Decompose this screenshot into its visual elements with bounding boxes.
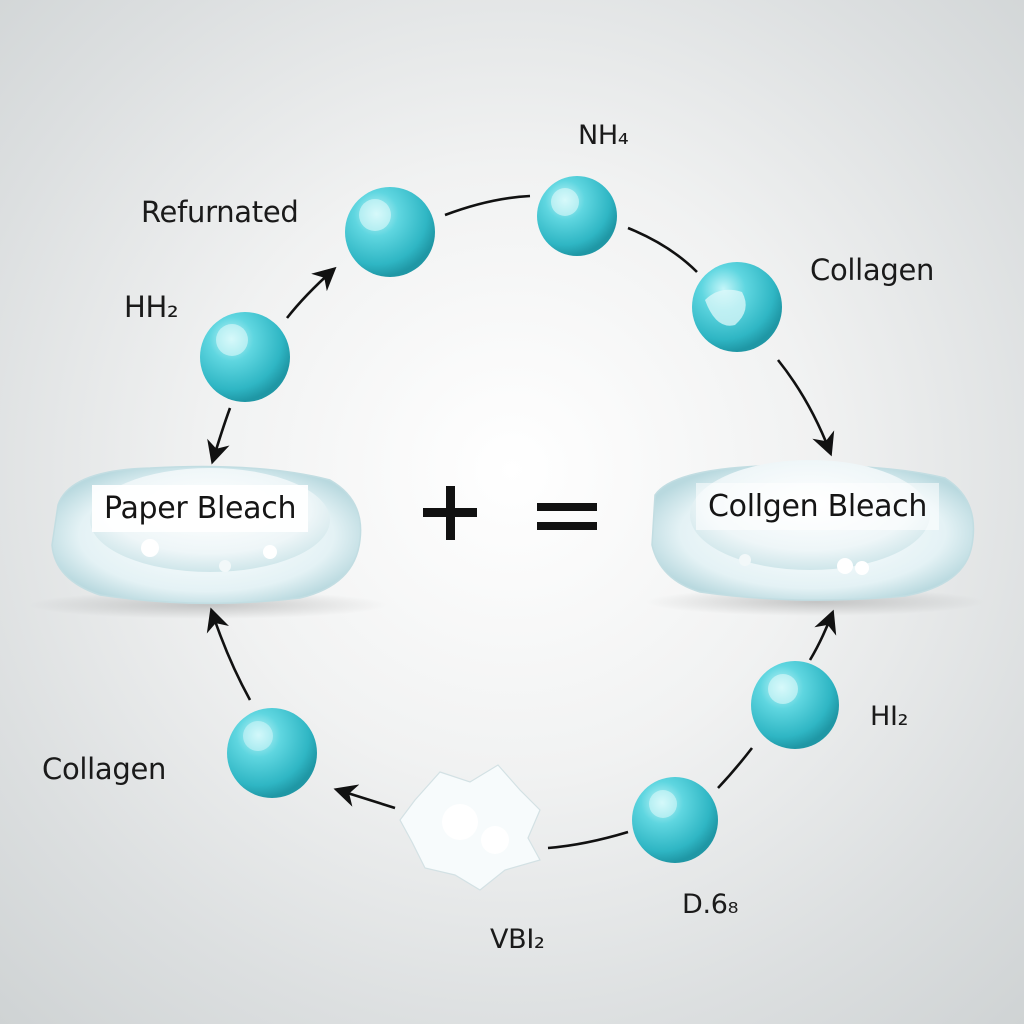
sphere-nh4 [537, 176, 617, 256]
plus-operator [423, 486, 477, 540]
sphere-collagen-right [692, 262, 782, 352]
arrow-hh2-to-refurnated [285, 266, 337, 319]
label-vbi2: VBI₂ [490, 924, 545, 955]
sphere-hh2 [200, 312, 290, 402]
label-nh4: NH₄ [578, 120, 629, 151]
collgen-bleach-label: Collgen Bleach [696, 483, 940, 530]
paper-bleach-label: Paper Bleach [92, 485, 309, 532]
label-refurnated: Refurnated [141, 195, 299, 229]
label-collagen-left: Collagen [42, 752, 167, 786]
label-hh2: HH₂ [124, 290, 179, 324]
cycle-arrows [206, 194, 837, 850]
arc-bottom-right [717, 747, 754, 789]
arc-bottom-center [547, 830, 629, 850]
arrow-collagen-to-left-pile [206, 607, 252, 701]
arc-top-left [444, 194, 531, 217]
crystal-cluster [399, 764, 541, 891]
sphere-collagen-left [227, 708, 317, 798]
sphere-hi2 [751, 661, 839, 749]
label-d68: D.6₈ [682, 889, 739, 920]
arrow-vbi2-to-collagen [333, 784, 396, 810]
arrow-collagen-to-right-pile [776, 359, 835, 457]
sphere-d68 [632, 777, 718, 863]
arc-top-right [627, 226, 698, 273]
label-hi2: HI₂ [870, 701, 909, 732]
arrow-hi2-to-right-pile [808, 609, 837, 661]
label-collagen-right: Collagen [810, 253, 935, 287]
equals-operator [537, 503, 597, 530]
sphere-refurnated [345, 187, 435, 277]
arrow-hh2-to-left-pile [207, 407, 232, 465]
